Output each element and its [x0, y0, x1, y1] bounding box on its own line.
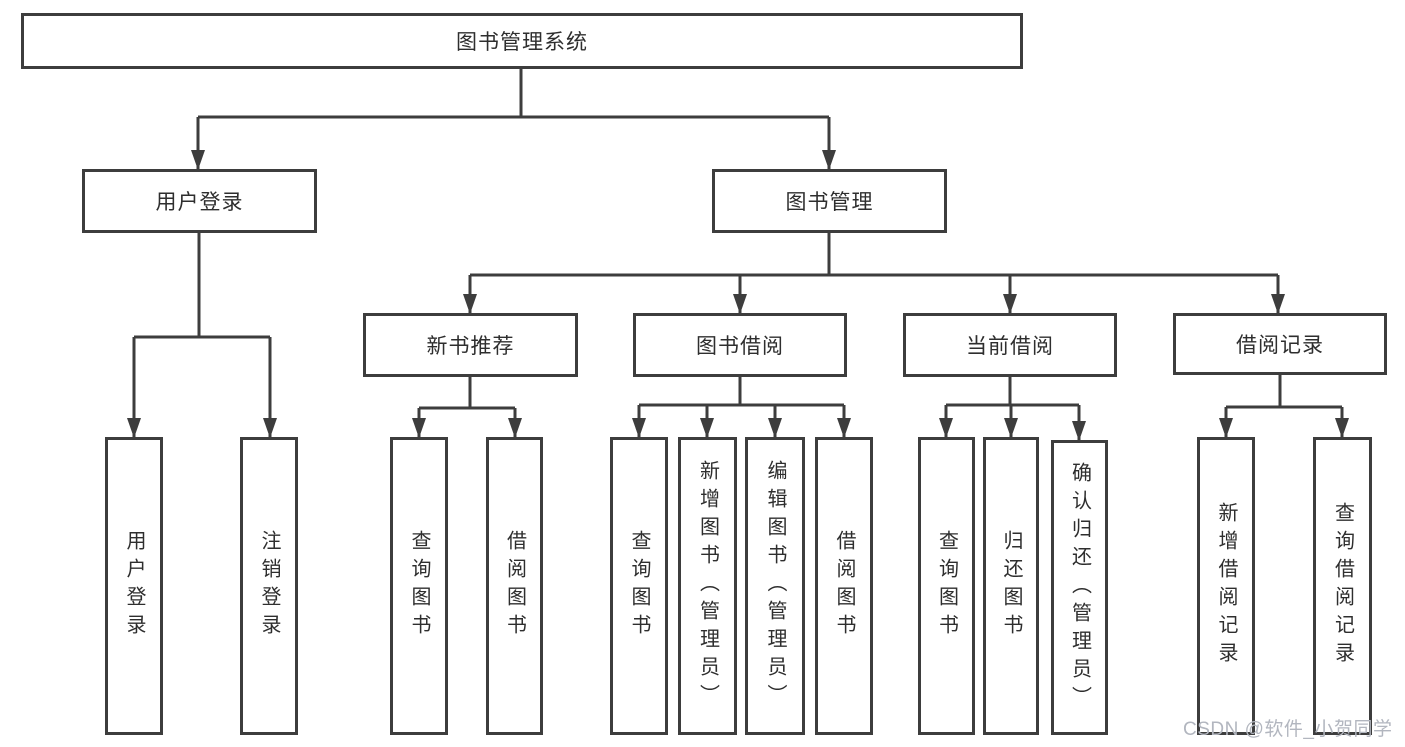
leaf-query-books-current: 查询图书 [918, 437, 975, 735]
leaf-borrow-books-borrow: 借阅图书 [815, 437, 873, 735]
node-current-borrow: 当前借阅 [903, 313, 1117, 377]
leaf-query-books-recommend: 查询图书 [390, 437, 448, 735]
leaf-label: 查询借阅记录 [1331, 502, 1354, 670]
leaf-label: 查询图书 [628, 530, 650, 642]
leaf-label: 查询图书 [935, 530, 958, 642]
node-borrow-record: 借阅记录 [1173, 313, 1387, 375]
leaf-edit-books-admin: 编辑图书（管理员） [745, 437, 805, 735]
leaf-add-books-admin: 新增图书（管理员） [678, 437, 737, 735]
node-book-management: 图书管理 [712, 169, 947, 233]
leaf-label: 新增图书（管理员） [696, 460, 719, 712]
node-library-management-system: 图书管理系统 [21, 13, 1023, 69]
leaf-add-borrow-record: 新增借阅记录 [1197, 437, 1255, 735]
leaf-return-books: 归还图书 [983, 437, 1039, 735]
leaf-label: 归还图书 [1000, 530, 1022, 642]
watermark: CSDN @软件_小贺同学 [1183, 719, 1393, 740]
node-new-book-recommend: 新书推荐 [363, 313, 578, 377]
leaf-label: 新增借阅记录 [1215, 502, 1237, 670]
leaf-label: 借阅图书 [833, 530, 855, 642]
leaf-label: 编辑图书（管理员） [764, 460, 786, 712]
leaf-logout: 注销登录 [240, 437, 298, 735]
leaf-user-login: 用户登录 [105, 437, 163, 735]
leaf-query-borrow-record: 查询借阅记录 [1313, 437, 1372, 735]
leaf-label: 确认归还（管理员） [1068, 461, 1091, 714]
leaf-confirm-return-admin: 确认归还（管理员） [1051, 440, 1108, 735]
leaf-label: 用户登录 [123, 530, 145, 642]
leaf-borrow-books-recommend: 借阅图书 [486, 437, 543, 735]
leaf-label: 借阅图书 [503, 530, 526, 642]
node-book-borrow: 图书借阅 [633, 313, 847, 377]
leaf-label: 注销登录 [258, 530, 280, 642]
leaf-label: 查询图书 [408, 530, 430, 642]
node-user-login: 用户登录 [82, 169, 317, 233]
leaf-query-books-borrow: 查询图书 [610, 437, 668, 735]
